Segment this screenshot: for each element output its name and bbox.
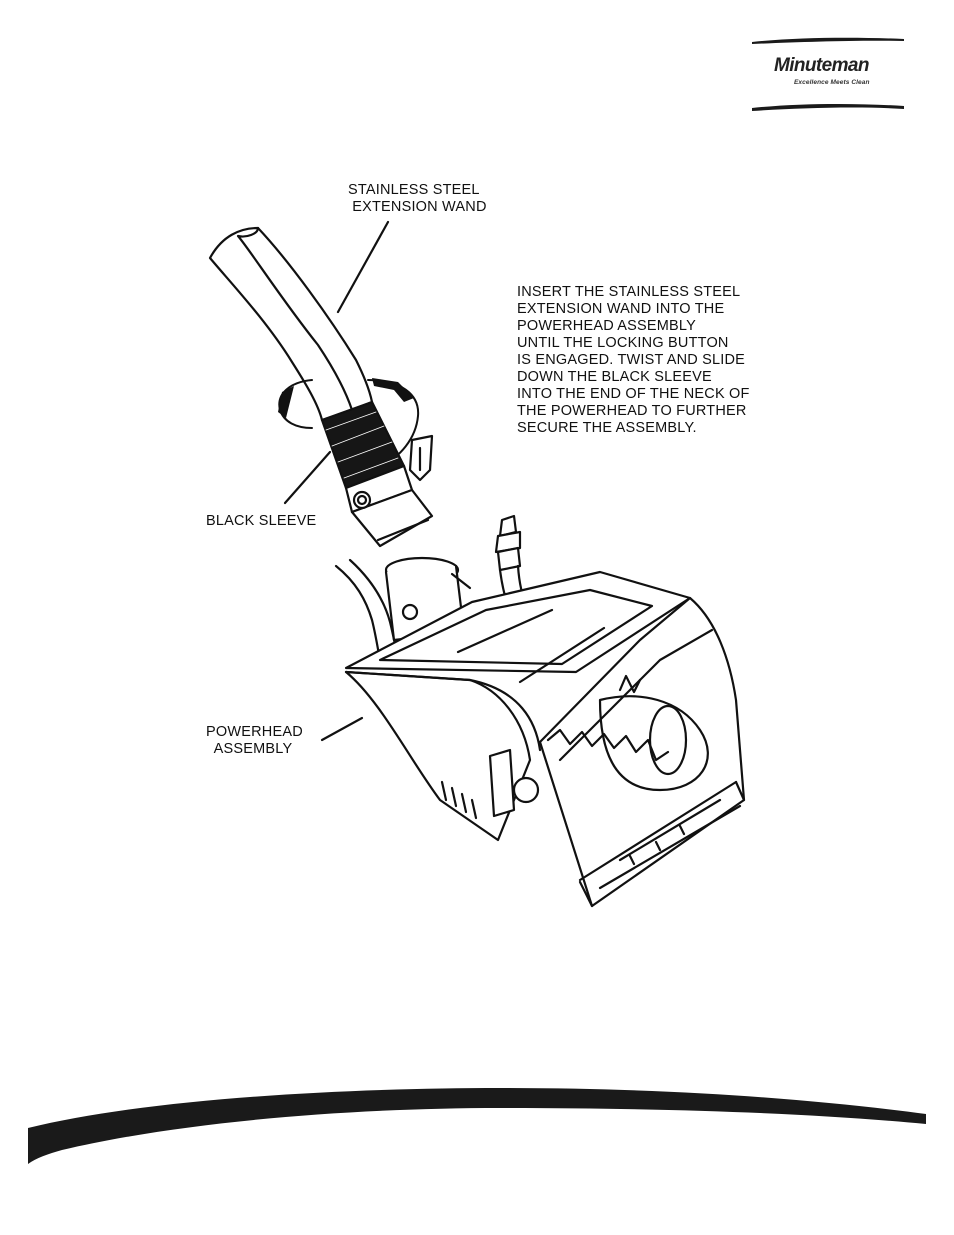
powerhead-body: [344, 570, 746, 908]
instruction-line: IS ENGAGED. TWIST AND SLIDE: [517, 352, 746, 368]
footer-swoosh: [28, 1088, 926, 1164]
leader-wand: [336, 220, 390, 314]
brand-name: Minuteman: [774, 55, 869, 76]
instruction-line: THE POWERHEAD TO FURTHER: [517, 403, 747, 419]
callout-powerhead-assembly: POWERHEAD ASSEMBLY: [206, 724, 303, 757]
wand-connector: [344, 464, 434, 548]
callout-extension-wand: STAINLESS STEEL EXTENSION WAND: [348, 182, 487, 215]
instruction-text: INSERT THE STAINLESS STEEL EXTENSION WAN…: [517, 284, 750, 437]
leader-powerhead: [320, 716, 364, 742]
callout-black-sleeve: BLACK SLEEVE: [206, 513, 317, 529]
brand-logo: Minuteman Excellence Meets Clean: [748, 34, 908, 114]
instruction-line: UNTIL THE LOCKING BUTTON: [517, 335, 729, 351]
instruction-line: DOWN THE BLACK SLEEVE: [517, 369, 712, 385]
instruction-line: SECURE THE ASSEMBLY.: [517, 420, 697, 436]
leader-sleeve: [283, 450, 332, 505]
instruction-line: EXTENSION WAND INTO THE: [517, 301, 725, 317]
instruction-line: POWERHEAD ASSEMBLY: [517, 318, 696, 334]
twist-arrows: [278, 378, 434, 482]
instruction-line: INTO THE END OF THE NECK OF: [517, 386, 750, 402]
logo-swooshes: [752, 37, 904, 111]
brand-tagline: Excellence Meets Clean: [794, 79, 870, 86]
instruction-line: INSERT THE STAINLESS STEEL: [517, 284, 741, 300]
